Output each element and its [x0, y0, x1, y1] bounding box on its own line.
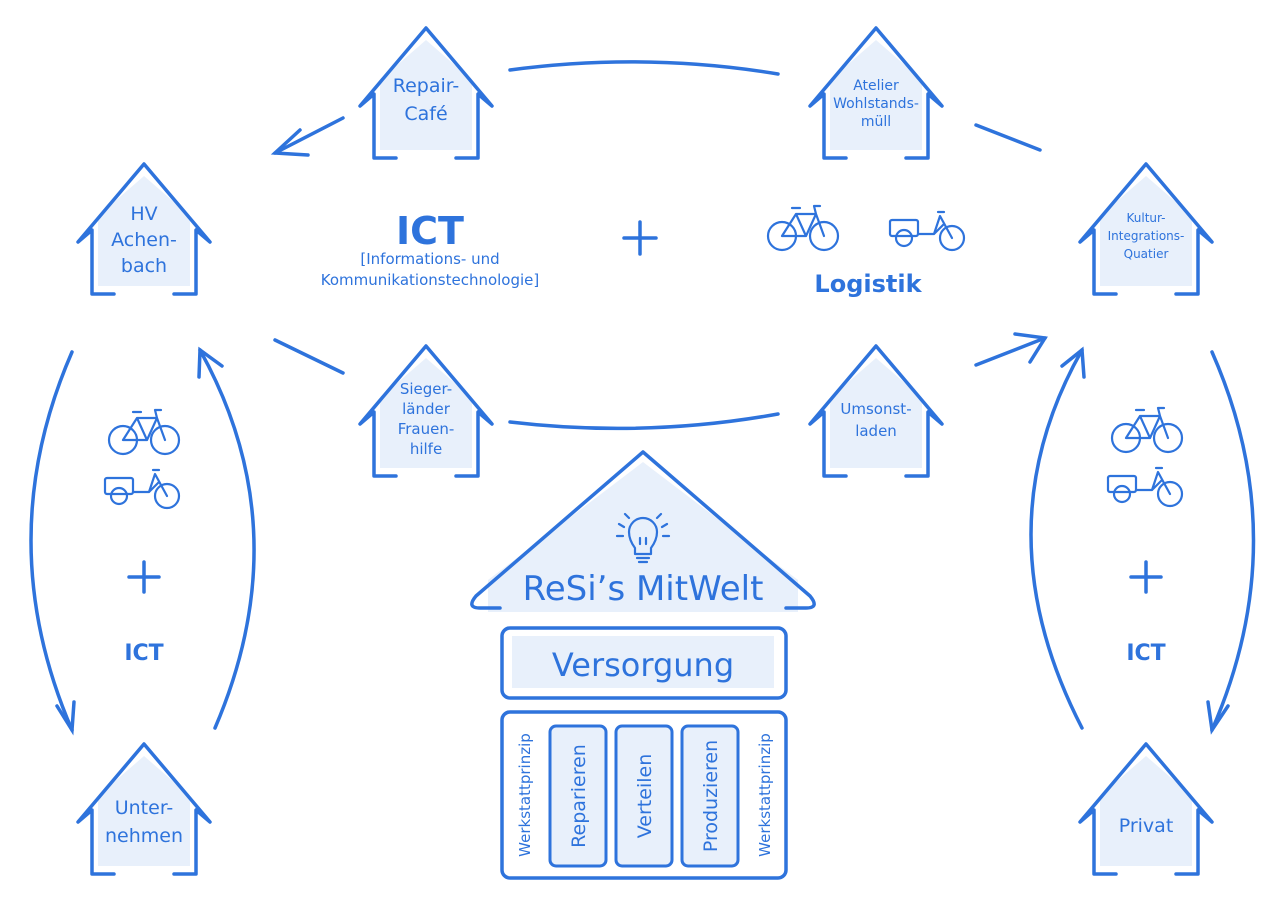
arc-top [508, 60, 780, 76]
house-label: Quatier [1124, 247, 1169, 261]
connector-arcs [29, 60, 1256, 736]
house-label: Achen- [111, 229, 177, 251]
house-siegerlaender: Sieger- länder Frauen- hilfe [358, 344, 494, 478]
house-label: Integrations- [1108, 229, 1185, 243]
left-side-block: ICT [103, 408, 181, 666]
column-label: Reparieren [568, 744, 590, 848]
logistik-label: Logistik [814, 270, 922, 298]
house-label: Sieger- [400, 380, 452, 398]
arrow-head-mid-right [1013, 332, 1048, 364]
side-label-left: Werkstattprinzip [516, 733, 534, 857]
house-label: bach [121, 255, 167, 277]
house-label: Wohlstands- [833, 96, 919, 112]
house-label: Café [404, 103, 447, 125]
bicycle-icon [766, 204, 840, 252]
main-house: ReSi’s MitWelt Versorgung Werkstattprinz… [470, 450, 816, 880]
ict-subtitle: [Informations- und [360, 250, 499, 268]
cargo-bike-icon [888, 210, 966, 252]
versorgung-label: Versorgung [552, 646, 734, 684]
house-atelier: Atelier Wohlstands- müll [808, 26, 944, 160]
arc-mid-left [273, 338, 345, 375]
house-hv-achenbach: HV Achen- bach [76, 162, 212, 296]
ict-subtitle: Kommunikationstechnologie] [321, 271, 540, 289]
arc-right-outer [1210, 350, 1256, 732]
arc-top-left [273, 116, 345, 155]
house-label: HV [130, 203, 157, 225]
house-label: müll [861, 114, 891, 130]
house-kultur: Kultur- Integrations- Quatier [1078, 162, 1214, 296]
bicycle-icon [1110, 406, 1184, 454]
house-label: Privat [1119, 815, 1174, 837]
arc-top-right [974, 123, 1042, 152]
arc-mid-right [974, 336, 1047, 367]
house-label: nehmen [105, 825, 183, 847]
right-ict-label: ICT [1126, 641, 1165, 666]
house-label: länder [402, 400, 451, 418]
house-label: hilfe [410, 440, 442, 458]
main-house-title: ReSi’s MitWelt [523, 569, 764, 609]
arrow-head-right-down [1206, 700, 1230, 735]
house-label: Kultur- [1126, 211, 1165, 225]
bicycle-icon [107, 408, 181, 456]
column-label: Verteilen [634, 754, 656, 838]
arc-right-inner [1029, 348, 1084, 730]
ict-title: ICT [396, 209, 464, 253]
arc-left-outer [29, 350, 74, 732]
house-privat: Privat [1078, 742, 1214, 876]
house-label: Frauen- [398, 420, 455, 438]
center-block: ICT [Informations- und Kommunikationstec… [321, 204, 966, 298]
house-label: laden [855, 422, 897, 440]
house-repair-cafe: Repair- Café [358, 26, 494, 160]
arc-mid [508, 412, 780, 431]
plus-icon [127, 560, 161, 594]
arrow-head-top-left [270, 128, 310, 157]
house-label: Repair- [393, 75, 459, 97]
house-umsonstladen: Umsonst- laden [808, 344, 944, 478]
side-label-right: Werkstattprinzip [756, 733, 774, 857]
lightbulb-icon [615, 512, 671, 564]
arrow-head-right-up [1060, 346, 1086, 379]
right-side-block: ICT [1106, 406, 1184, 666]
house-label: Unter- [115, 797, 174, 819]
house-unternehmen: Unter- nehmen [76, 742, 212, 876]
house-label: Umsonst- [840, 400, 911, 418]
house-label: Atelier [853, 78, 899, 94]
arrow-head-left-down [55, 700, 76, 736]
plus-icon [1129, 560, 1163, 594]
arc-left-inner [198, 348, 256, 730]
left-ict-label: ICT [124, 641, 163, 666]
cargo-bike-icon [1106, 466, 1184, 508]
cargo-bike-icon [103, 468, 181, 510]
column-label: Produzieren [700, 740, 722, 852]
plus-icon [622, 220, 658, 256]
arrow-head-left-up [197, 346, 224, 379]
